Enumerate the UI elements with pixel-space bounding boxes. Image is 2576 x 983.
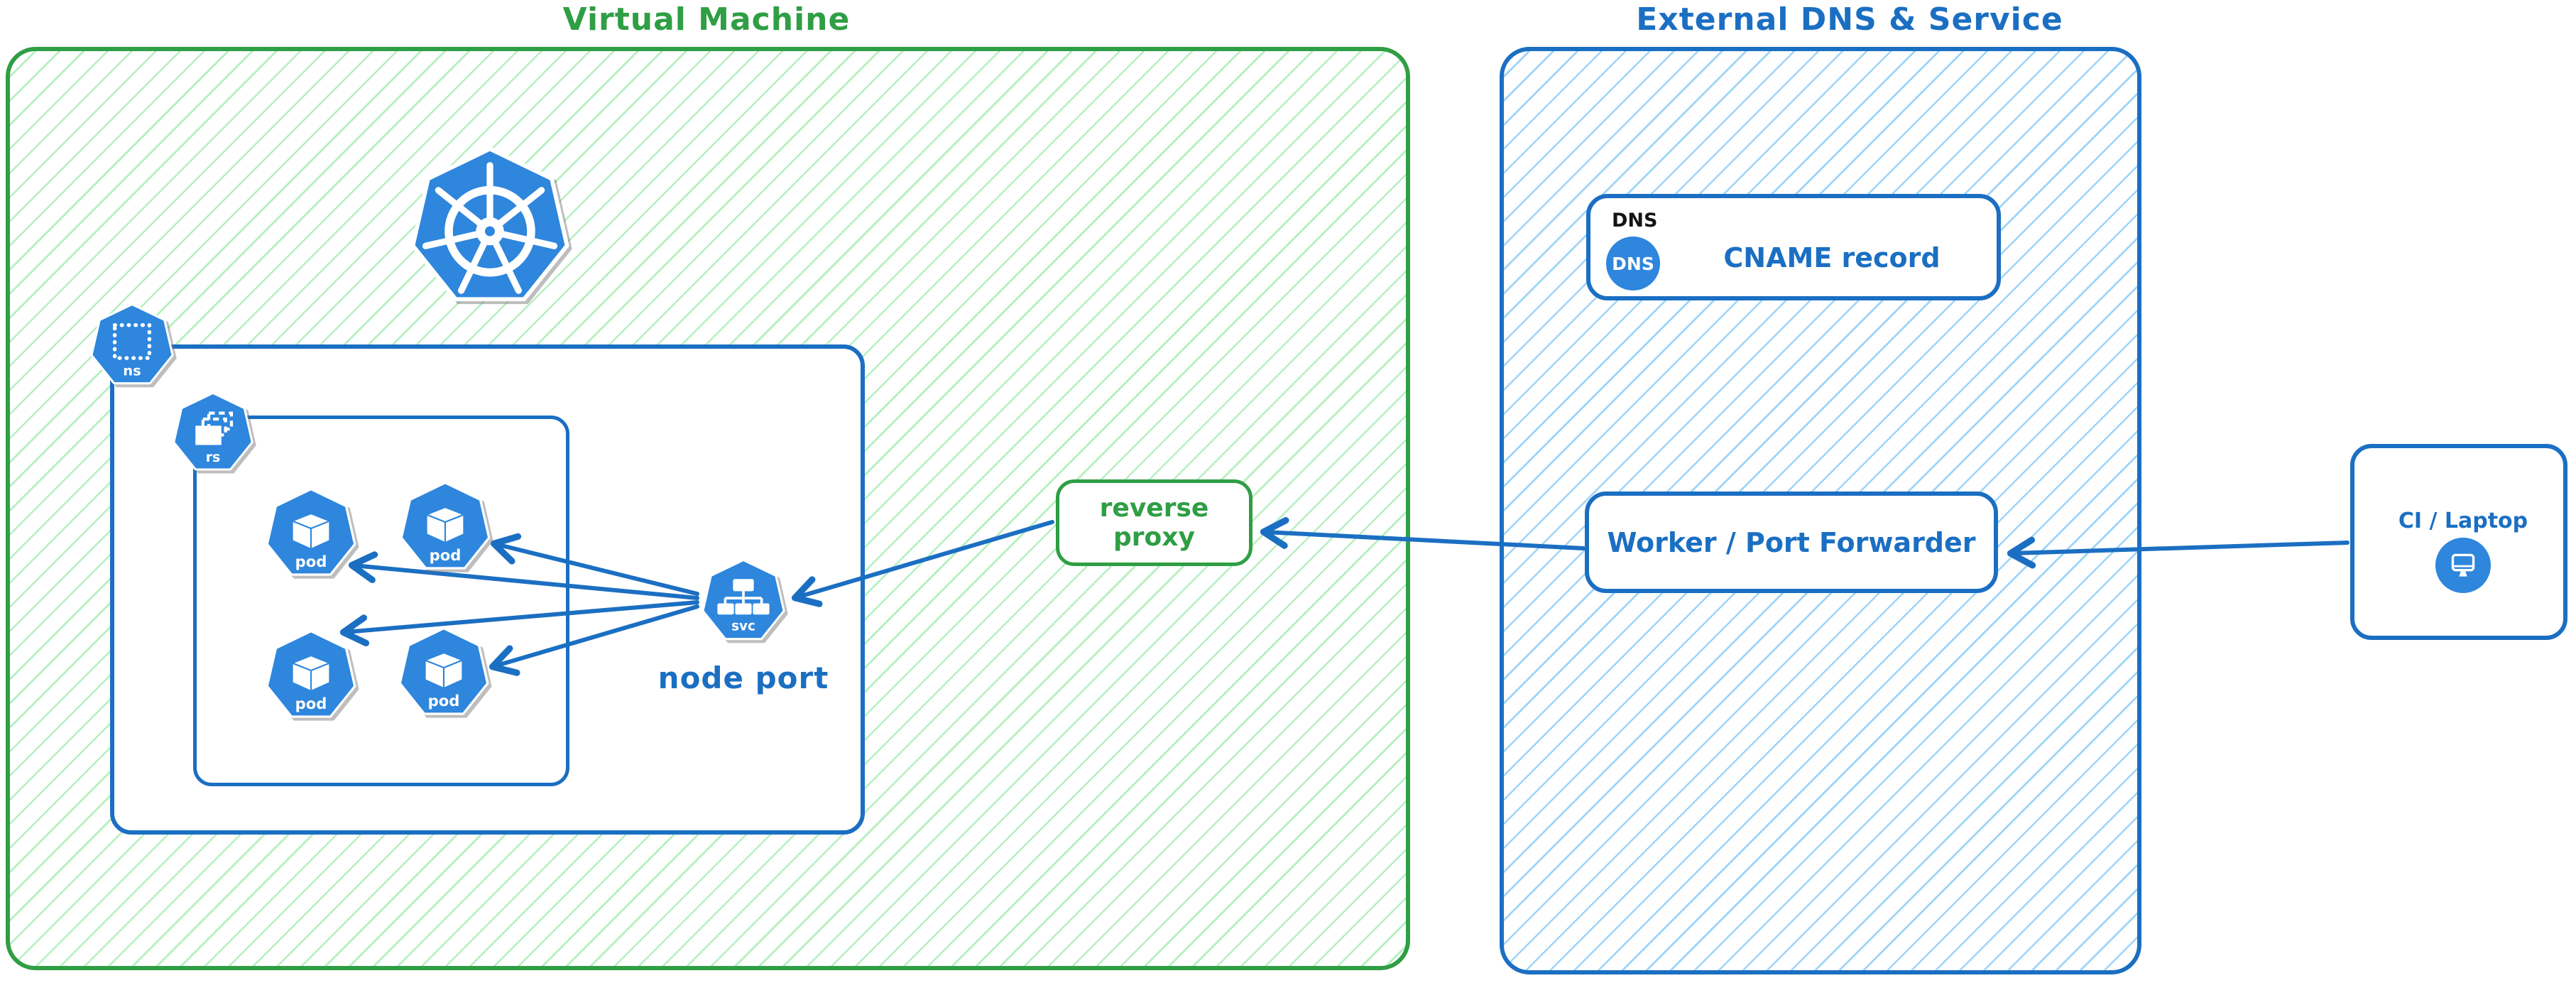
- reverse-proxy-label: reverse proxy: [1099, 494, 1209, 552]
- ci-laptop-label: CI / Laptop: [2398, 509, 2528, 533]
- pod-icon-label: pod: [295, 553, 327, 570]
- namespace-icon: ns: [90, 303, 174, 385]
- reverse-proxy-box: reverse proxy: [1056, 479, 1252, 566]
- ci-laptop-box: CI / Laptop: [2350, 444, 2567, 640]
- dns-tag-label: DNS: [1612, 210, 1658, 232]
- pod-icon: pod: [398, 626, 489, 715]
- laptop-circle: [2435, 538, 2491, 593]
- service-icon: svc: [702, 558, 785, 641]
- replicaset-icon-label: rs: [206, 450, 221, 465]
- cname-record-label: CNAME record: [1723, 242, 1941, 273]
- pod-icon: pod: [266, 629, 356, 718]
- pod-icon: pod: [400, 481, 491, 570]
- service-icon-label: svc: [731, 619, 755, 634]
- pod-icon: pod: [266, 487, 356, 576]
- dns-cname-box: DNS DNS CNAME record: [1586, 194, 2001, 300]
- pod-icon-label: pod: [430, 546, 462, 564]
- virtual-machine-title: Virtual Machine: [562, 1, 851, 38]
- pod-icon-label: pod: [428, 692, 460, 710]
- monitor-icon: [2451, 553, 2475, 577]
- worker-port-forwarder-box: Worker / Port Forwarder: [1585, 492, 1998, 593]
- node-port-caption: node port: [657, 661, 829, 695]
- kubernetes-logo-icon: [410, 146, 569, 302]
- replicaset-icon: rs: [173, 391, 253, 471]
- namespace-icon-label: ns: [123, 362, 141, 379]
- external-dns-service-title: External DNS & Service: [1636, 1, 2063, 38]
- dns-badge-icon: DNS: [1606, 237, 1660, 290]
- worker-port-forwarder-label: Worker / Port Forwarder: [1607, 526, 1976, 558]
- pod-icon-label: pod: [295, 695, 327, 712]
